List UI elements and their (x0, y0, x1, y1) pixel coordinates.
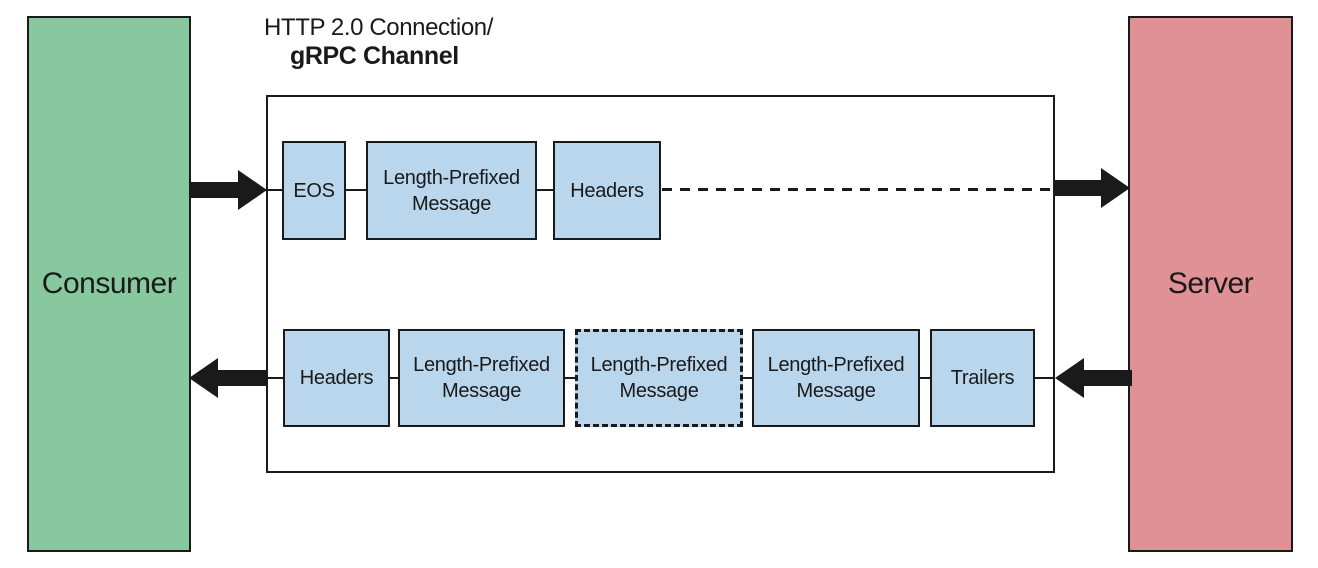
connector-line (916, 377, 934, 379)
consumer-node: Consumer (27, 16, 191, 552)
request-frame-headers: Headers (553, 141, 661, 240)
request-arrow-channel-to-server-icon (1053, 166, 1131, 210)
request-frame-length-prefixed-message: Length-Prefixed Message (366, 141, 537, 240)
request-stream-dashed-line (662, 188, 1053, 191)
channel-title-line2: gRPC Channel (290, 42, 459, 70)
response-frame-trailers: Trailers (930, 329, 1035, 427)
channel-title: HTTP 2.0 Connection/ gRPC Channel (264, 13, 493, 71)
connector-line (533, 189, 557, 191)
channel-title-line1: HTTP 2.0 Connection/ (264, 14, 494, 41)
response-frame-headers: Headers (283, 329, 390, 427)
connector-line (344, 189, 370, 191)
connector-line (739, 377, 756, 379)
response-frame-length-prefixed-message-pending: Length-Prefixed Message (575, 329, 743, 427)
response-arrow-server-to-channel-icon (1054, 356, 1132, 400)
request-arrow-consumer-to-channel-icon (190, 168, 268, 212)
connector-line (386, 377, 402, 379)
server-node: Server (1128, 16, 1293, 552)
request-frame-eos: EOS (282, 141, 346, 240)
response-frame-length-prefixed-message-1: Length-Prefixed Message (398, 329, 565, 427)
connector-line (264, 377, 287, 379)
connector-line (561, 377, 579, 379)
response-arrow-channel-to-consumer-icon (188, 356, 266, 400)
connector-line (1033, 377, 1055, 379)
response-frame-length-prefixed-message-2: Length-Prefixed Message (752, 329, 920, 427)
connector-line (264, 189, 286, 191)
